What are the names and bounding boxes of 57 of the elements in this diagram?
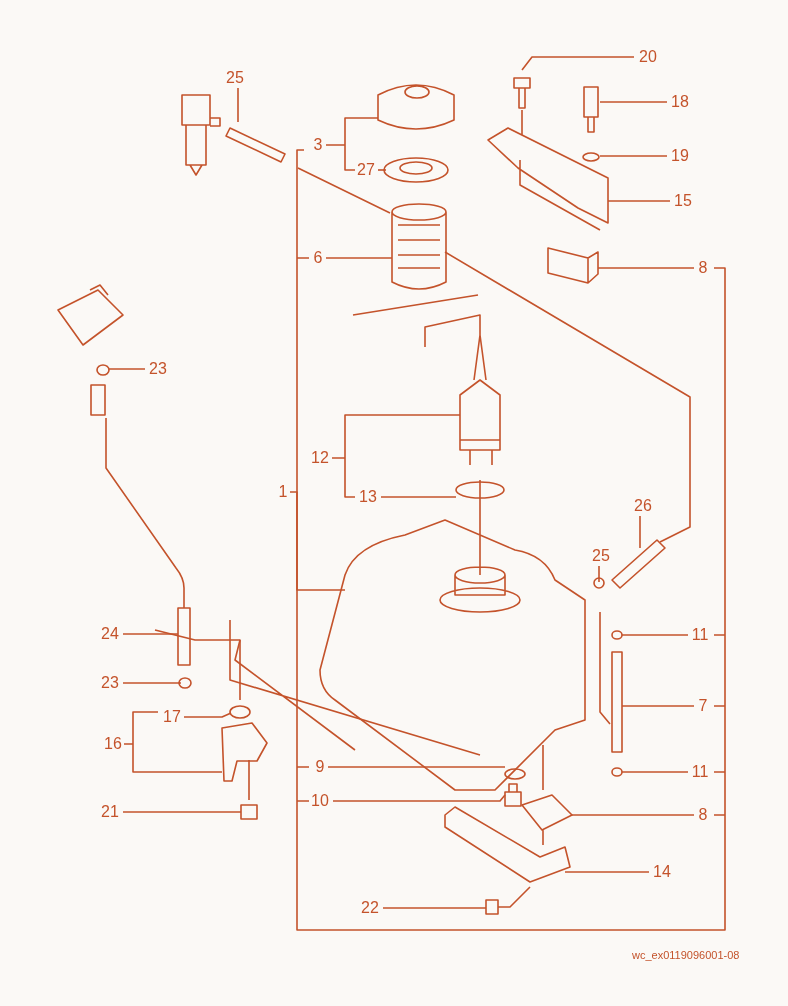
callout-number: 1 [278, 483, 288, 501]
leader-line [325, 117, 379, 171]
leader-line [289, 491, 346, 591]
callout-number: 9 [315, 758, 325, 776]
leader-line [621, 634, 689, 636]
leader-line [380, 496, 457, 498]
callout-number: 3 [313, 136, 323, 154]
leader-line [521, 56, 635, 71]
callout-number: 19 [671, 147, 689, 165]
leader-line [599, 155, 668, 157]
leader-line [571, 814, 695, 816]
callout-number: 16 [104, 735, 122, 753]
leader-line [325, 257, 393, 259]
callout-number: 10 [311, 792, 329, 810]
callout-number: 20 [639, 48, 657, 66]
callout-number: 24 [101, 625, 119, 643]
leader-line [377, 169, 387, 171]
callout-number: 27 [357, 161, 375, 179]
callout-number: 11 [691, 626, 709, 644]
callout-number: 23 [149, 360, 167, 378]
leader-line [621, 705, 695, 707]
leader-line [123, 711, 223, 773]
leader-line [607, 200, 671, 202]
leader-line [183, 712, 232, 718]
callout-number: 11 [691, 763, 709, 781]
leader-line [564, 871, 650, 873]
callout-number: 7 [698, 697, 708, 715]
leader-line [332, 794, 506, 802]
callout-number: 14 [653, 863, 671, 881]
callout-number: 25 [226, 69, 244, 87]
leader-line [598, 565, 600, 583]
callout-number: 15 [674, 192, 692, 210]
leader-line [122, 811, 242, 813]
callout-number: 26 [634, 497, 652, 515]
figure-code: wc_ex0119096001-08 [632, 949, 740, 962]
callout-number: 6 [313, 249, 323, 267]
callout-number: 13 [359, 488, 377, 506]
leader-line [108, 368, 146, 370]
callout-number: 17 [163, 708, 181, 726]
callout-number: 25 [592, 547, 610, 565]
callout-number: 22 [361, 899, 379, 917]
callout-number: 18 [671, 93, 689, 111]
leader-line [621, 771, 689, 773]
leader-line [122, 682, 182, 684]
callout-number: 8 [698, 806, 708, 824]
leader-line [122, 633, 179, 635]
leader-line [331, 414, 461, 498]
leader-line [237, 87, 239, 123]
leader-line [597, 267, 695, 269]
leader-line [382, 907, 487, 909]
callout-number: 21 [101, 803, 119, 821]
callout-number: 8 [698, 259, 708, 277]
leader-line [639, 515, 641, 549]
leader-line [599, 101, 668, 103]
callout-number: 23 [101, 674, 119, 692]
callout-number: 12 [311, 449, 329, 467]
leader-line [327, 766, 506, 768]
